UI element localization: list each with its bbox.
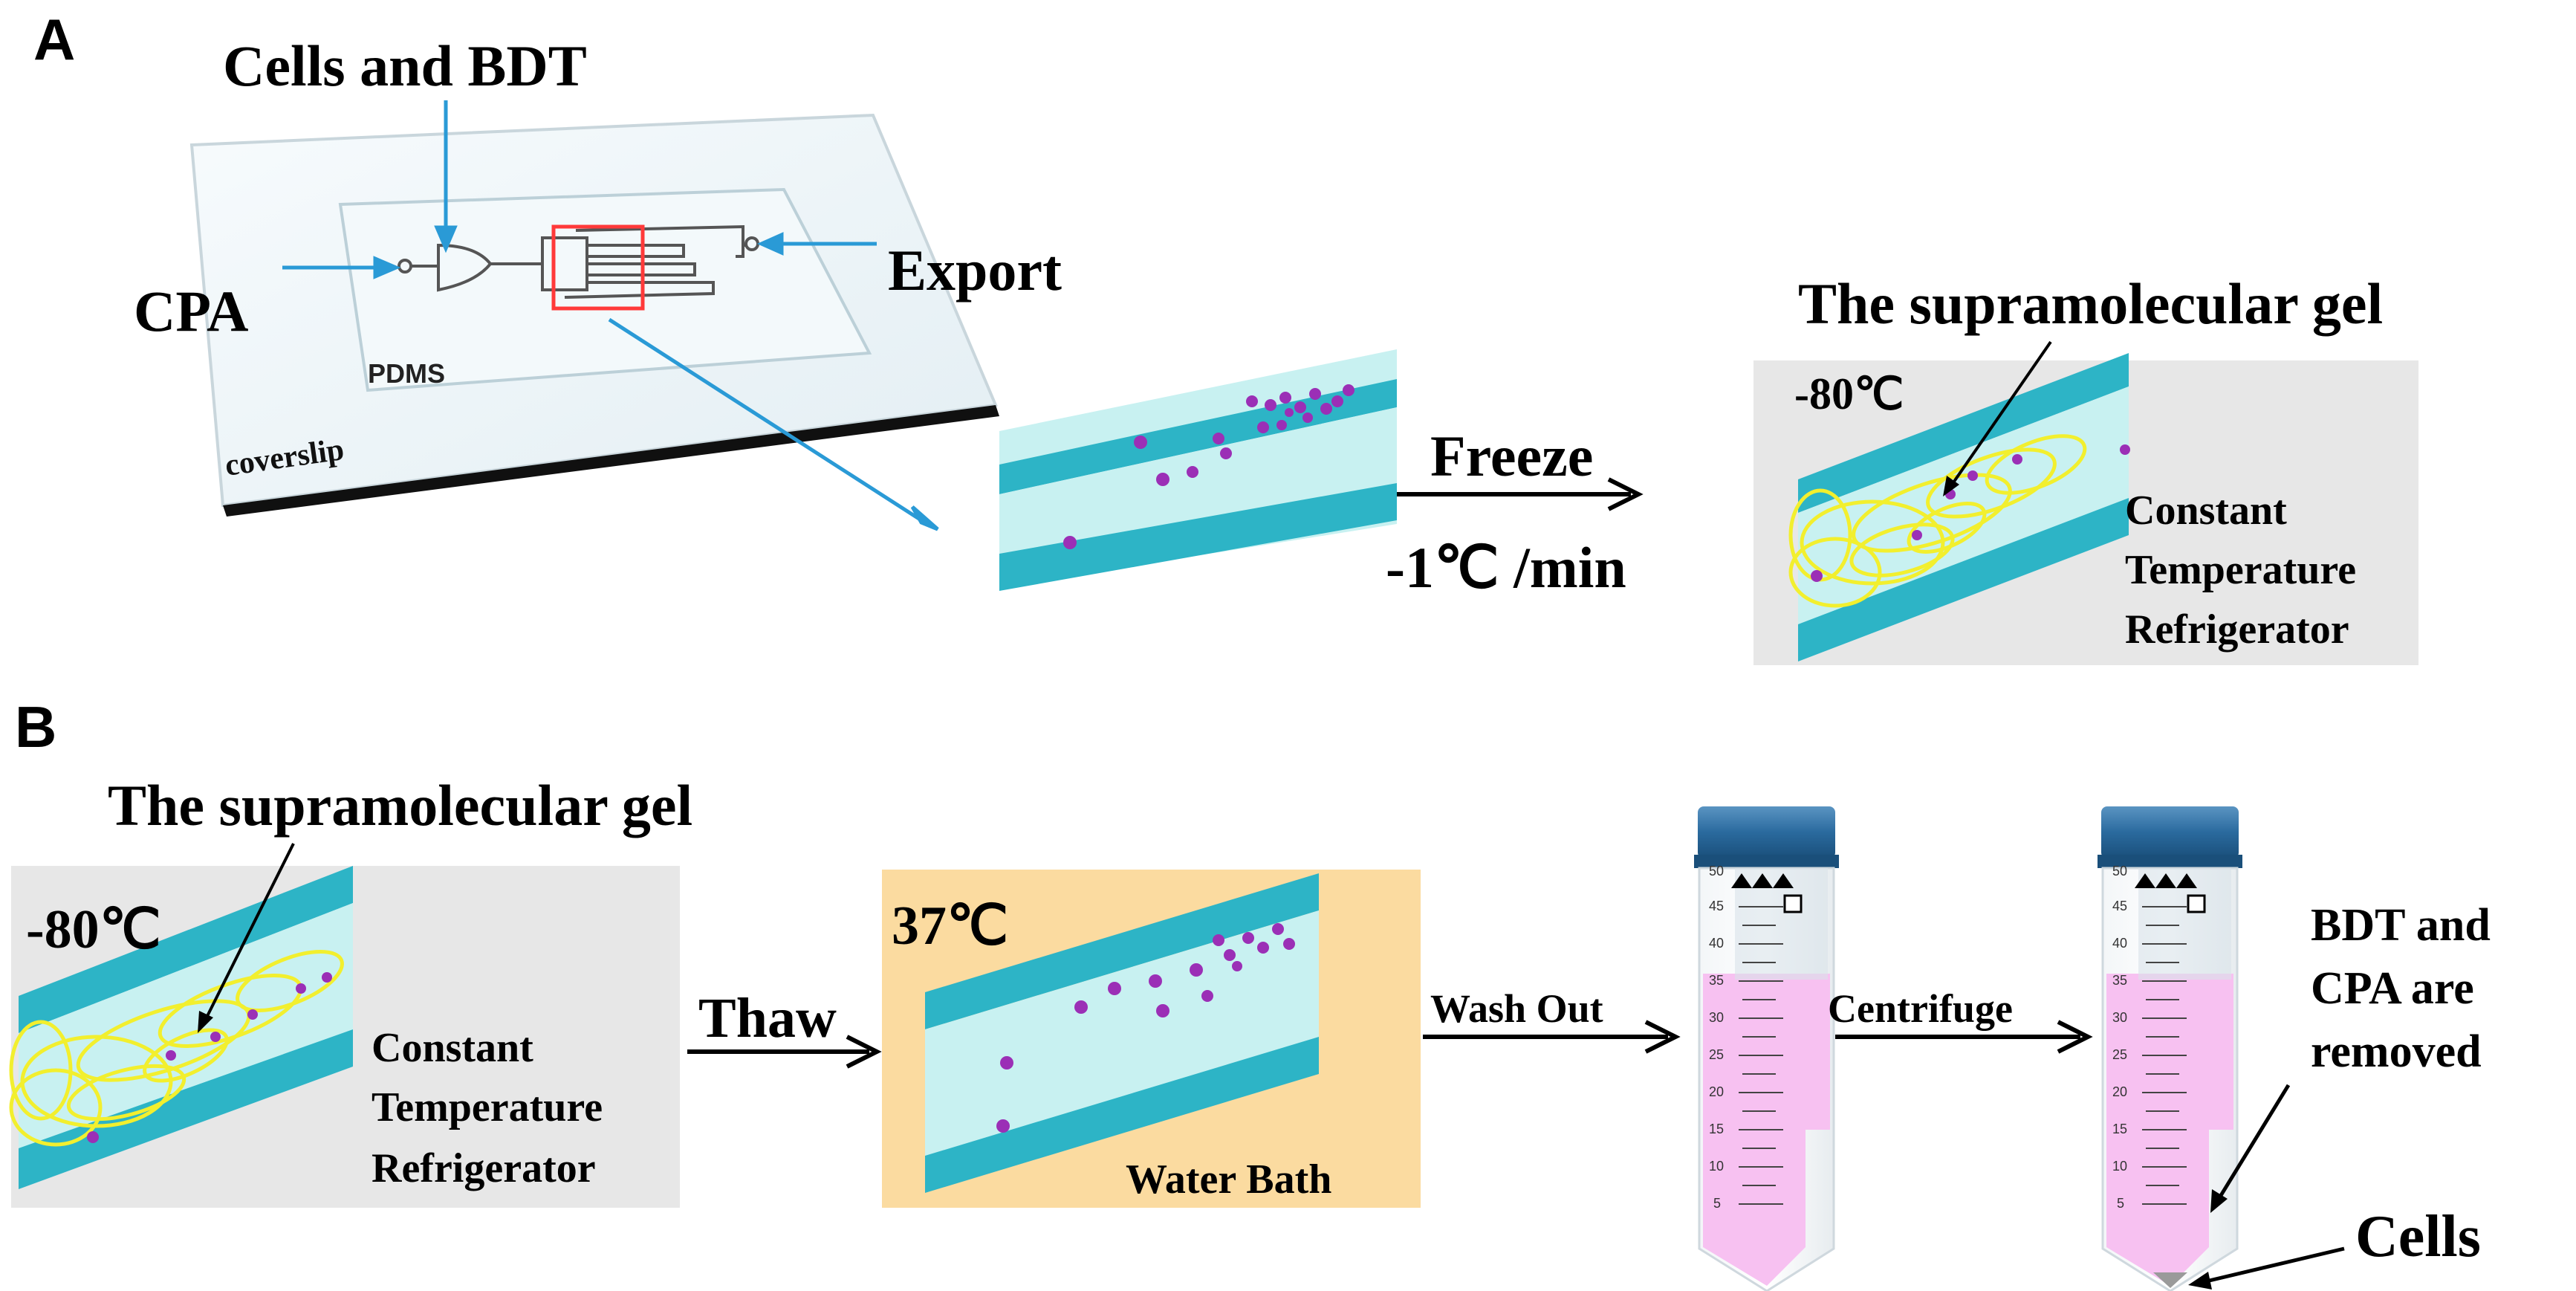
zoom-arrow: [608, 317, 923, 522]
temp-a: -80℃: [1794, 369, 1904, 418]
wash-out-arrow: [1423, 1020, 1681, 1054]
tube-1-scale: 50 45 40 35 30 25 20 15 10 5: [1709, 864, 1724, 1211]
svg-text:25: 25: [2112, 1047, 2127, 1062]
svg-text:25: 25: [1709, 1047, 1724, 1062]
cells-bath: [996, 923, 1295, 1133]
cells-a: [1063, 384, 1354, 549]
fridge-line-3-a: Refrigerator: [2125, 606, 2349, 653]
tube-1-cap: [1698, 806, 1835, 858]
chip-highlight-box: [551, 224, 645, 311]
wash-out-label: Wash Out: [1430, 986, 1603, 1031]
cells-and-bdt-label: Cells and BDT: [223, 33, 587, 98]
svg-text:5: 5: [2117, 1196, 2124, 1211]
svg-text:15: 15: [1709, 1122, 1724, 1136]
tube-2-graduations: [2142, 906, 2187, 1205]
water-bath-panel: 37℃ Water Bath: [882, 870, 1421, 1208]
removed-line-2: CPA are: [2311, 963, 2474, 1014]
thaw-arrow: [687, 1035, 882, 1069]
gel-pointer-a: [1949, 340, 2052, 488]
fridge-line-1-a: Constant: [2125, 488, 2287, 534]
panel-b-letter: B: [15, 694, 56, 760]
panel-b: B The supramolecular gel: [9, 694, 2491, 1291]
cells-in-gel-b: [87, 972, 332, 1143]
svg-text:20: 20: [2112, 1084, 2127, 1099]
temp-bath: 37℃: [892, 896, 1008, 957]
water-bath-label: Water Bath: [1126, 1156, 1331, 1203]
temp-b-frozen: -80℃: [26, 899, 161, 960]
tube-1-triangles: [1731, 873, 1794, 888]
cell-pellet: [2153, 1272, 2187, 1288]
centrifuge-label: Centrifuge: [1828, 986, 2013, 1031]
fridge-panel-a: -80℃ Constant Temperature Refrigerator: [1753, 340, 2418, 665]
svg-text:15: 15: [2112, 1122, 2127, 1136]
removed-line-1: BDT and: [2311, 900, 2491, 951]
panel-a: A PDMS coverslip: [33, 7, 2418, 665]
pdms-layer: [338, 187, 872, 392]
removed-arrow: [2210, 1084, 2291, 1213]
svg-text:50: 50: [2112, 864, 2127, 879]
tube-2-triangles: [2135, 873, 2197, 888]
centrifuge-arrow: [1835, 1020, 2093, 1054]
channel-zoom-a: [999, 349, 1397, 591]
cells-label: Cells: [2355, 1204, 2481, 1269]
microfluidic-chip: PDMS coverslip: [189, 113, 999, 517]
fridge-line-3-b: Refrigerator: [372, 1145, 596, 1191]
coverslip-edge: [223, 405, 999, 517]
cells-in-gel-a: [1811, 444, 2130, 582]
blue-arrows: [282, 100, 939, 531]
svg-text:35: 35: [1709, 973, 1724, 988]
gel-pointer-b: [203, 843, 295, 1023]
gel-label-b: The supramolecular gel: [108, 773, 692, 838]
freeze-label: Freeze: [1430, 424, 1593, 488]
svg-text:10: 10: [1709, 1159, 1724, 1174]
thaw-label: Thaw: [698, 987, 837, 1049]
cpa-label: CPA: [134, 279, 249, 343]
tube-2-cap: [2101, 806, 2239, 858]
tube-2-scale: 50 45 40 35 30 25 20 15 10 5: [2112, 864, 2127, 1211]
svg-text:30: 30: [1709, 1010, 1724, 1025]
fridge-line-2-a: Temperature: [2125, 547, 2356, 593]
svg-text:30: 30: [2112, 1010, 2127, 1025]
panel-a-letter: A: [33, 7, 75, 72]
cells-arrow: [2188, 1246, 2345, 1290]
fridge-line-1-b: Constant: [372, 1025, 533, 1071]
removed-line-3: removed: [2311, 1026, 2482, 1077]
gel-label-a: The supramolecular gel: [1798, 271, 2383, 336]
fridge-line-2-b: Temperature: [372, 1084, 603, 1130]
svg-text:45: 45: [2112, 899, 2127, 913]
gel-network-b: [9, 949, 344, 1147]
svg-text:5: 5: [1713, 1196, 1721, 1211]
freeze-rate: -1℃ /min: [1386, 535, 1626, 600]
centrifuge-tube-2: 50 45 40 35 30 25 20 15 10 5: [2098, 806, 2242, 1291]
centrifuge-tube-1: 50 45 40 35 30 25 20 15 10 5: [1694, 806, 1839, 1291]
export-label: Export: [888, 238, 1062, 302]
svg-text:40: 40: [2112, 936, 2127, 951]
svg-text:45: 45: [1709, 899, 1724, 913]
svg-text:35: 35: [2112, 973, 2127, 988]
freeze-arrow: [1397, 477, 1644, 511]
pdms-label: PDMS: [368, 358, 445, 389]
svg-text:10: 10: [2112, 1159, 2127, 1174]
svg-text:40: 40: [1709, 936, 1724, 951]
svg-text:50: 50: [1709, 864, 1724, 879]
svg-text:20: 20: [1709, 1084, 1724, 1099]
tube-1-graduations: [1739, 906, 1783, 1205]
fridge-panel-b: -80℃ Constant Temperature Refrigerator: [9, 843, 680, 1208]
